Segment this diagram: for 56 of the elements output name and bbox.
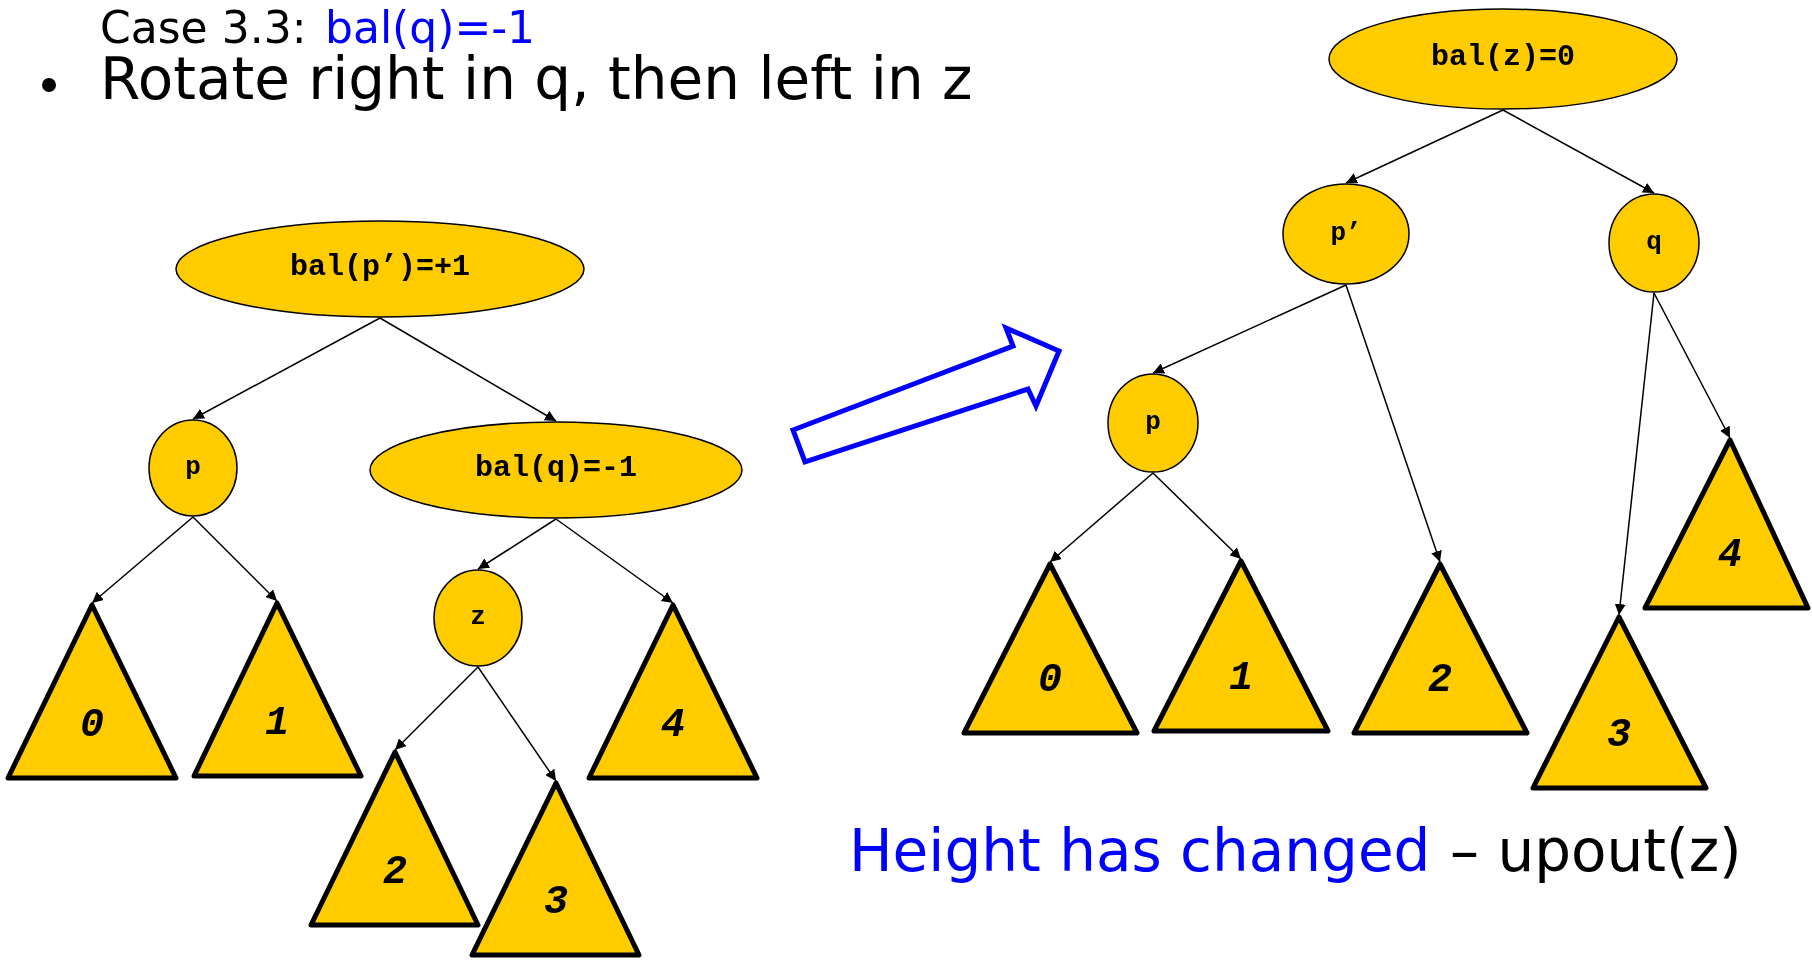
tree-edge-arrow xyxy=(1152,284,1347,374)
subtree-triangle xyxy=(191,597,364,779)
tree-node-ellipse xyxy=(1107,373,1199,473)
tree-node-ellipse xyxy=(1282,183,1410,285)
tree-edge-arrow xyxy=(477,518,557,570)
subtree-label: 4 xyxy=(1717,533,1743,578)
subtree-label: 3 xyxy=(543,880,569,925)
subtree-triangle xyxy=(1530,611,1709,791)
tree-edge-arrow xyxy=(1345,284,1442,563)
tree-edge-arrow xyxy=(394,666,479,751)
result-action: – upout(z) xyxy=(1450,820,1742,884)
tree-edge-arrow xyxy=(1653,292,1731,439)
tree-edge-arrow xyxy=(192,317,381,420)
tree-edge-arrow xyxy=(555,518,674,604)
tree-node-ellipse xyxy=(148,419,238,517)
subtree-triangle xyxy=(5,599,179,781)
subtree-triangle xyxy=(961,558,1140,736)
node-label: q xyxy=(1645,226,1663,257)
tree-edge-arrow xyxy=(192,516,278,602)
subtree-label: 4 xyxy=(660,703,686,748)
subtree-triangle xyxy=(308,746,481,928)
subtree-label: 1 xyxy=(264,701,290,746)
node-label: p’ xyxy=(1329,217,1363,248)
tree-node-ellipse xyxy=(1608,193,1700,293)
node-label: p xyxy=(184,451,202,482)
tree-node-ellipse xyxy=(1328,8,1678,110)
tree-edge-arrow xyxy=(1152,472,1242,560)
subtree-triangle xyxy=(586,599,760,781)
tree-node-ellipse xyxy=(175,220,585,318)
tree-edge-arrow xyxy=(1345,109,1504,184)
subtree-label: 0 xyxy=(79,703,105,748)
tree-edge-arrow xyxy=(477,666,557,782)
subtree-triangle xyxy=(469,777,642,958)
node-label: bal(p’)=+1 xyxy=(289,250,471,285)
tree-edge-arrow xyxy=(379,317,557,422)
tree-edge-arrow xyxy=(91,516,194,604)
node-label: bal(q)=-1 xyxy=(474,451,638,486)
tree-node-ellipse xyxy=(369,421,743,519)
subtree-label: 2 xyxy=(1427,658,1453,703)
subtree-label: 1 xyxy=(1228,656,1254,701)
node-label: z xyxy=(469,601,487,632)
subtree-label: 3 xyxy=(1606,713,1632,758)
result-note: Height has changed xyxy=(849,820,1431,884)
case-condition: bal(q)=-1 xyxy=(325,4,536,53)
tree-edge-arrow xyxy=(1502,109,1655,194)
tree-node-ellipse xyxy=(433,569,523,667)
subtree-label: 2 xyxy=(382,850,408,895)
subtree-triangle xyxy=(1151,555,1331,734)
tree-edge-arrow xyxy=(1049,472,1154,563)
case-heading: Case 3.3: xyxy=(100,4,307,53)
subtree-triangle xyxy=(1351,558,1530,736)
subtree-label: 0 xyxy=(1037,658,1063,703)
tree-edge-arrow xyxy=(1614,292,1655,616)
subtree-triangle xyxy=(1642,434,1811,611)
node-label: bal(z)=0 xyxy=(1430,40,1576,75)
node-label: p xyxy=(1144,406,1162,437)
